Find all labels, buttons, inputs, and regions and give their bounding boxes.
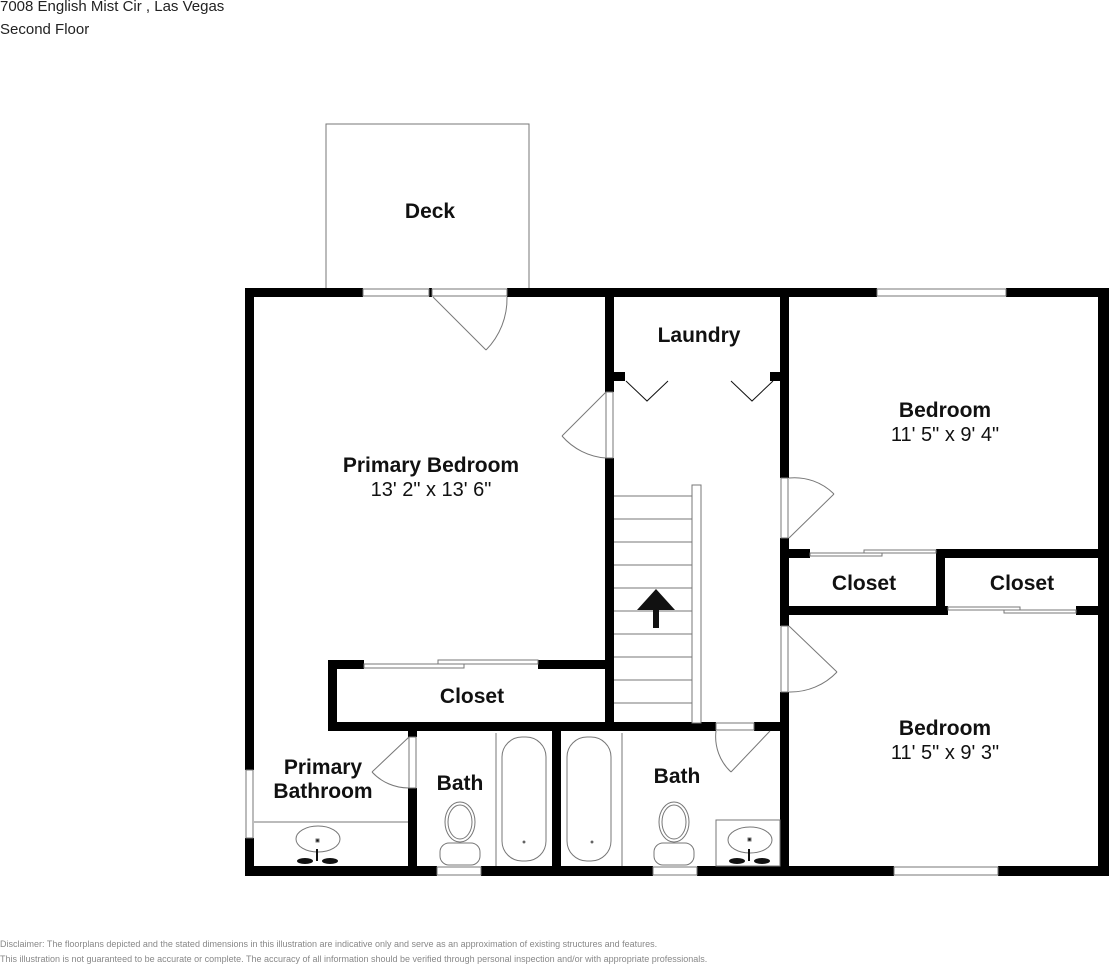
address-title: 7008 English Mist Cir , Las Vegas <box>0 0 225 15</box>
room-label-closet-bedroom-1: Closet <box>831 572 897 595</box>
room-label-deck: Deck <box>404 200 456 223</box>
room-label-primary-bathroom: Primary Bathroom <box>273 756 372 804</box>
room-label-laundry: Laundry <box>657 324 741 347</box>
primary-bathroom-line2: Bathroom <box>273 780 373 803</box>
faucet-icons <box>297 849 770 864</box>
bedroom-1-name: Bedroom <box>898 399 992 422</box>
doors <box>363 296 1077 789</box>
room-label-bath-2: Bath <box>653 765 701 788</box>
floor-label: Second Floor <box>0 21 90 38</box>
bedroom-2-name: Bedroom <box>898 717 992 740</box>
room-label-primary-closet: Closet <box>439 685 505 708</box>
room-label-bedroom-2: Bedroom 11' 5" x 9' 3" <box>891 717 999 765</box>
stairs <box>614 484 702 724</box>
walls <box>245 288 1109 876</box>
stairs-up-arrow-icon <box>637 589 675 628</box>
bedroom-1-dimensions: 11' 5" x 9' 4" <box>890 424 1000 446</box>
room-label-closet-bedroom-2: Closet <box>989 572 1055 595</box>
disclaimer-line-2: This illustration is not guaranteed to b… <box>0 954 708 964</box>
disclaimer-line-1: Disclaimer: The floorplans depicted and … <box>0 939 658 949</box>
primary-bedroom-dimensions: 13' 2" x 13' 6" <box>370 479 492 501</box>
windows <box>245 288 1007 876</box>
room-label-bath-1: Bath <box>436 772 484 795</box>
bedroom-2-dimensions: 11' 5" x 9' 3" <box>890 742 1000 764</box>
room-label-primary-bedroom: Primary Bedroom 13' 2" x 13' 6" <box>343 454 519 502</box>
primary-bathroom-line1: Primary <box>283 756 363 779</box>
room-label-bedroom-1: Bedroom 11' 5" x 9' 4" <box>891 399 999 447</box>
primary-bedroom-name: Primary Bedroom <box>342 454 520 477</box>
